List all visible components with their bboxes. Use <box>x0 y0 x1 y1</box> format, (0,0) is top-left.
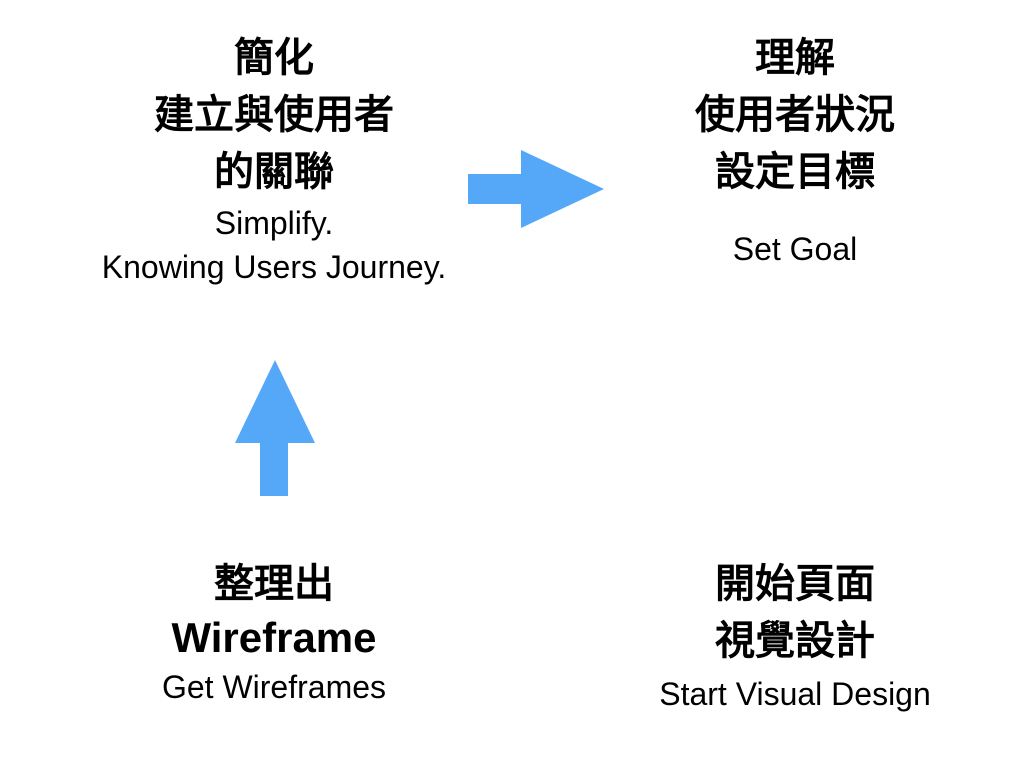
step-wireframe-title: 整理出 <box>214 561 334 607</box>
arrow-up-icon <box>235 360 315 496</box>
arrow-up-shape <box>235 360 315 496</box>
step-understand-title-line-3: 設定目標 <box>715 149 875 195</box>
step-visual-design-title-line-1: 開始頁面 <box>715 561 875 607</box>
step-simplify-subtitle-line-2: Knowing Users Journey. <box>101 249 447 285</box>
arrow-right-shape <box>468 150 604 228</box>
step-understand-title-line-2: 使用者狀況 <box>695 92 895 138</box>
step-wireframe-title-en: Wireframe <box>171 614 377 661</box>
step-simplify: 簡化 建立與使用者 的關聯 Simplify. Knowing Users Jo… <box>74 30 474 289</box>
step-wireframe-subtitle: Get Wireframes <box>161 669 387 705</box>
step-visual-design-subtitle: Start Visual Design <box>659 676 931 712</box>
step-visual-design: 開始頁面 視覺設計 Start Visual Design <box>620 556 970 716</box>
step-understand-subtitle: Set Goal <box>732 231 858 267</box>
step-simplify-title-line-1: 簡化 <box>234 35 314 81</box>
arrow-right-icon <box>468 150 604 228</box>
step-simplify-title-line-2: 建立與使用者 <box>154 92 394 138</box>
step-simplify-title-line-3: 的關聯 <box>214 149 334 195</box>
step-visual-design-title-line-2: 視覺設計 <box>715 618 875 664</box>
step-understand: 理解 使用者狀況 設定目標 Set Goal <box>610 30 980 271</box>
step-simplify-subtitle-line-1: Simplify. <box>214 205 334 241</box>
step-understand-title-line-1: 理解 <box>755 35 835 81</box>
step-wireframe: 整理出 Wireframe Get Wireframes <box>114 556 434 709</box>
